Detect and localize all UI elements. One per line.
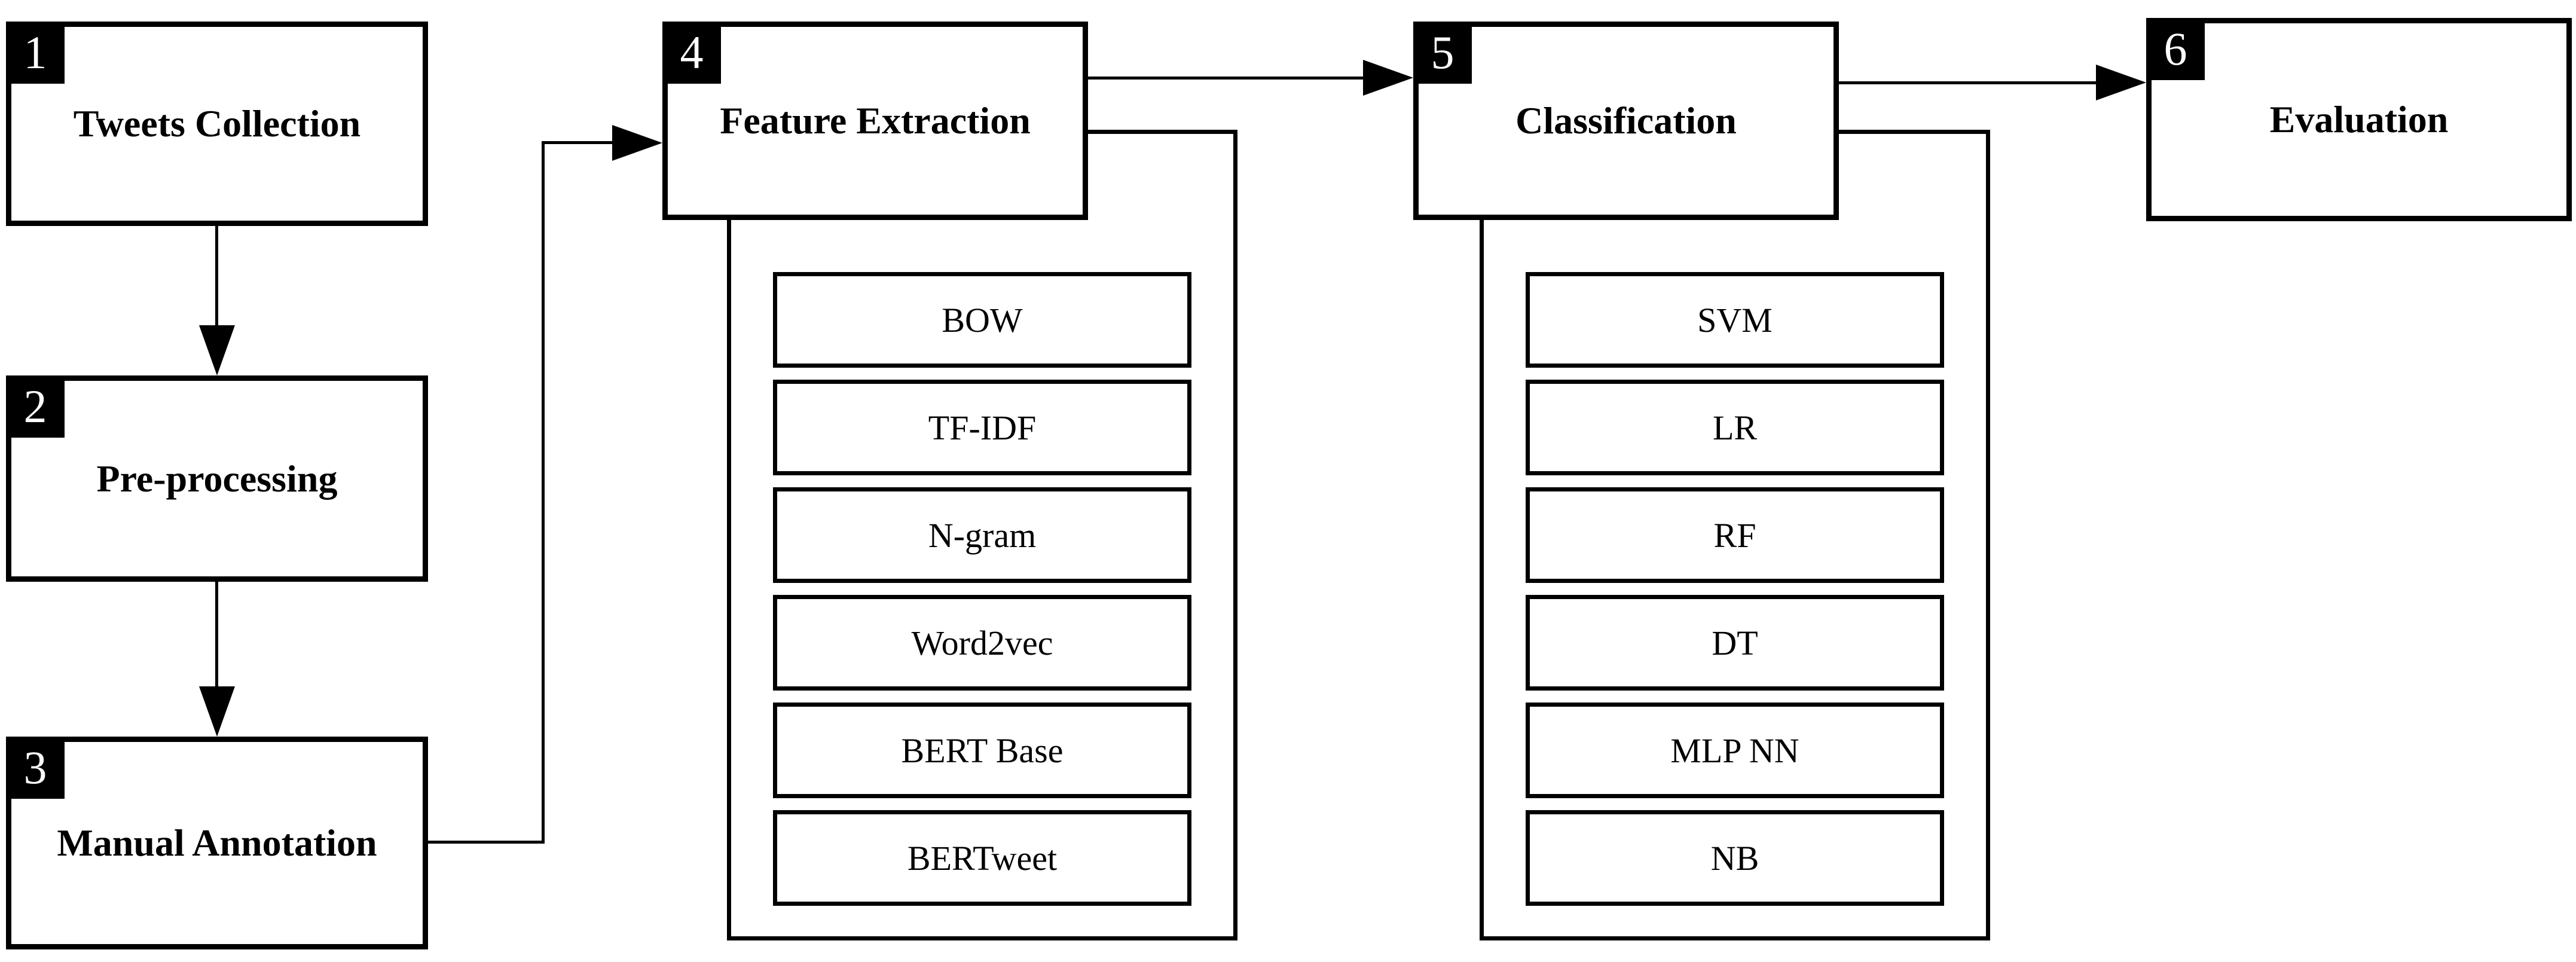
step-label: Evaluation [2269, 98, 2449, 141]
feature-method-label: Word2vec [911, 623, 1053, 662]
classifier-label: MLP NN [1670, 731, 1799, 770]
feature-method-box: N-gram [773, 487, 1191, 583]
feature-method-box: BERTweet [773, 810, 1191, 906]
step-number-badge: 4 [662, 22, 721, 84]
step-box-feature-extraction: 4 Feature Extraction [662, 22, 1088, 220]
step-box-pre-processing: 2 Pre-processing [6, 375, 428, 582]
connector-line [428, 841, 545, 844]
classifier-box: RF [1526, 487, 1944, 583]
step-number-badge: 5 [1413, 22, 1472, 84]
step-box-classification: 5 Classification [1413, 22, 1839, 220]
step-label: Tweets Collection [73, 102, 361, 145]
feature-method-box: BERT Base [773, 703, 1191, 798]
feature-method-label: BERT Base [901, 731, 1064, 770]
step-number-badge: 2 [6, 375, 65, 438]
classifier-box: MLP NN [1526, 703, 1944, 798]
connector-line [1088, 77, 1365, 80]
arrowhead [199, 325, 235, 375]
feature-method-label: N-gram [928, 515, 1037, 555]
step-box-tweets-collection: 1 Tweets Collection [6, 22, 428, 226]
connector-line [215, 582, 218, 689]
step-box-manual-annotation: 3 Manual Annotation [6, 737, 428, 949]
step-number-badge: 3 [6, 737, 65, 799]
arrowhead [199, 686, 235, 737]
step-label: Feature Extraction [720, 99, 1031, 142]
feature-method-label: BERTweet [907, 838, 1058, 878]
classifier-label: RF [1713, 515, 1756, 555]
step-label: Classification [1515, 99, 1737, 142]
feature-method-label: BOW [942, 300, 1023, 340]
connector-line [215, 226, 218, 329]
feature-method-box: TF-IDF [773, 380, 1191, 475]
classifier-label: SVM [1697, 300, 1773, 340]
arrowhead [2096, 65, 2146, 100]
connector-line [1839, 81, 2098, 84]
arrowhead [1363, 60, 1413, 96]
classifier-label: LR [1712, 408, 1758, 447]
feature-method-label: TF-IDF [928, 408, 1037, 447]
classifier-box: DT [1526, 595, 1944, 691]
feature-method-box: Word2vec [773, 595, 1191, 691]
classifier-box: LR [1526, 380, 1944, 475]
connector-line [542, 141, 545, 844]
classifier-box: SVM [1526, 272, 1944, 368]
feature-method-box: BOW [773, 272, 1191, 368]
step-label: Pre-processing [96, 457, 338, 500]
arrowhead [612, 125, 662, 161]
step-number-badge: 6 [2146, 18, 2205, 80]
classifier-label: DT [1712, 623, 1758, 662]
connector-line [542, 141, 615, 144]
classifier-box: NB [1526, 810, 1944, 906]
classifier-label: NB [1710, 838, 1759, 878]
step-box-evaluation: 6 Evaluation [2146, 18, 2572, 221]
step-number-badge: 1 [6, 22, 65, 84]
step-label: Manual Annotation [57, 821, 377, 864]
